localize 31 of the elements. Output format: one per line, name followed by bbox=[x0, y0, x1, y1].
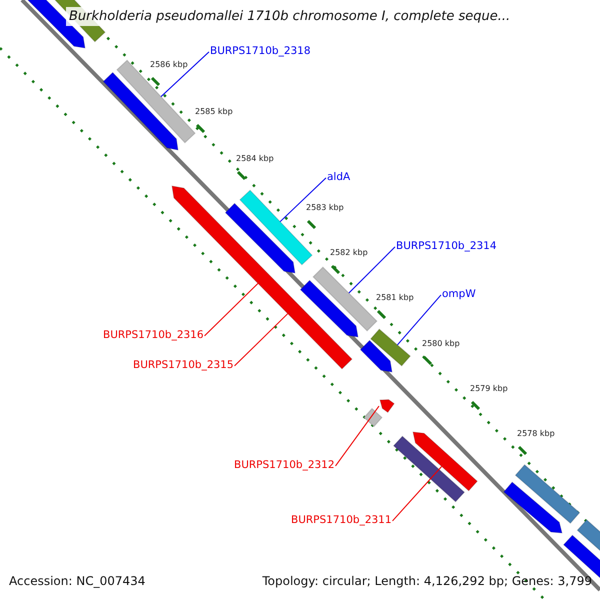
gene-bar bbox=[312, 266, 378, 332]
leader-line bbox=[234, 313, 288, 366]
scale-label: 2582 kbp bbox=[330, 248, 368, 258]
scale-label: 2580 kbp bbox=[422, 339, 460, 349]
leader-line bbox=[335, 406, 380, 466]
scale-label: 2581 kbp bbox=[376, 293, 414, 303]
scale-label: 2584 kbp bbox=[236, 154, 274, 164]
gene-label: ompW bbox=[442, 288, 476, 301]
scale-label: 2578 kbp bbox=[517, 429, 555, 439]
gene-bar bbox=[379, 399, 395, 414]
gene-label: BURPS1710b_2315 bbox=[133, 359, 234, 372]
leader-line bbox=[204, 282, 258, 336]
scale-label: 2579 kbp bbox=[470, 384, 508, 394]
gene-label: BURPS1710b_2318 bbox=[210, 45, 311, 58]
leader-line bbox=[160, 51, 210, 98]
gene-bar bbox=[116, 60, 196, 144]
gene-label: BURPS1710b_2312 bbox=[234, 459, 335, 472]
leader-line bbox=[392, 466, 442, 522]
leader-line bbox=[348, 246, 396, 294]
scale-label: 2586 kbp bbox=[150, 60, 188, 70]
gene-label: BURPS1710b_2314 bbox=[396, 240, 497, 253]
leader-line bbox=[280, 177, 326, 222]
gene-label: BURPS1710b_2311 bbox=[291, 514, 392, 527]
gene-label: aldA bbox=[327, 171, 350, 184]
gene-bar bbox=[412, 431, 478, 492]
accession-text: Accession: NC_007434 bbox=[9, 574, 146, 588]
topology-text: Topology: circular; Length: 4,126,292 bp; Genes: 3,799 bbox=[262, 574, 592, 588]
gene-label: BURPS1710b_2316 bbox=[103, 329, 204, 342]
leader-line bbox=[396, 294, 442, 346]
scale-label: 2583 kbp bbox=[306, 203, 344, 213]
gene-bar bbox=[370, 328, 411, 367]
